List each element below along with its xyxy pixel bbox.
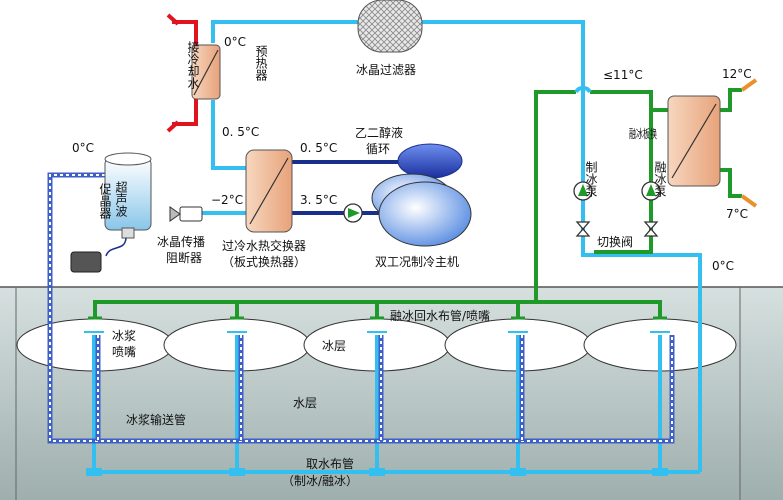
temp-12: 12°C — [722, 67, 752, 81]
temp-subcool: −2°C — [211, 193, 243, 207]
end-cooling-text: 末端供冷 — [768, 109, 783, 157]
nozzle-label-2: 喷嘴 — [112, 345, 136, 359]
ice-melting-pump — [641, 181, 661, 201]
slurry-pipe-label: 冰浆输送管 — [126, 412, 186, 427]
chiller-label: 双工况制冷主机 — [375, 255, 459, 269]
intake-label-1: 取水布管 — [306, 456, 354, 471]
temp-preheat-top: 0°C — [224, 35, 246, 49]
water-layer-label: 水层 — [293, 396, 317, 410]
hx-label-2: （板式换热器） — [222, 255, 306, 269]
ice-making-pump — [573, 181, 593, 201]
dual-mode-chiller — [371, 173, 472, 247]
switch-valves — [575, 221, 659, 237]
filter-label: 冰晶过滤器 — [356, 63, 416, 77]
temp-7: 7°C — [726, 207, 748, 221]
temp-preheat-bottom: 0. 5°C — [222, 125, 259, 139]
preheater — [191, 44, 221, 100]
glycol-pump — [343, 203, 363, 223]
green-pipes — [88, 88, 742, 320]
label-end-cooling: 末端供冷 — [768, 109, 783, 157]
glycol-label-2: 循环 — [366, 142, 390, 156]
ice-crystal-filter — [357, 0, 423, 53]
ice-crystal-propagation-blocker — [169, 206, 203, 222]
temp-glycol-top: 0. 5°C — [300, 141, 337, 155]
melt-hx-label: 融冰板换 — [629, 127, 657, 141]
pipe-crossover — [574, 85, 592, 94]
hx-label-1: 过冷水热交换器 — [222, 238, 306, 253]
nozzle-label-1: 冰浆 — [112, 328, 136, 343]
supercooled-water-heat-exchanger — [245, 149, 293, 233]
intake-label-2: （制冰/融冰） — [282, 474, 358, 488]
glycol-tank — [397, 143, 463, 179]
temp-ultrasonic: 0°C — [72, 141, 94, 155]
ice-layer-label: 冰层 — [322, 339, 346, 353]
temp-return-0: 0°C — [712, 259, 734, 273]
ice-melting-plate-heat-exchanger — [667, 95, 721, 187]
melt-return-label: 融冰回水布管/喷嘴 — [390, 308, 490, 323]
switch-valve-label: 切换阀 — [597, 235, 633, 249]
preheater-text: 预热器 — [232, 45, 268, 82]
temp-glycol-bottom: 3. 5°C — [300, 193, 337, 207]
label-preheater: 预热器 — [232, 45, 268, 82]
glycol-label-1: 乙二醇液 — [355, 125, 403, 140]
intake-feet — [86, 468, 668, 476]
temp-le-11: ≤11°C — [603, 68, 643, 82]
blocker-label-1: 冰晶传播 — [157, 234, 205, 249]
ultrasonic-crystallizer — [70, 152, 152, 273]
cyan-pipes — [84, 20, 702, 474]
end-cooling-terminals — [740, 78, 758, 208]
blocker-label-2: 阻断器 — [166, 250, 202, 265]
slurry-pipe — [47, 172, 675, 444]
